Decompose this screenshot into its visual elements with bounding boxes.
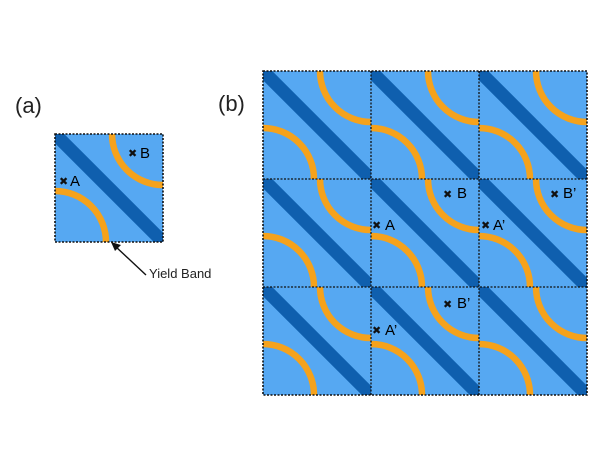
marker-a-prime-right: ✖ [481, 220, 490, 232]
panel-a-label: (a) [15, 93, 42, 118]
grid-cell [257, 281, 377, 401]
yield-band-arrow [111, 242, 147, 276]
marker-b-center: ✖ [443, 189, 452, 201]
marker-b-prime-right: ✖ [550, 189, 559, 201]
panel-a: (a) ✖ A ✖ B Yield Band [15, 93, 211, 281]
point-label-b-center: B [457, 185, 467, 202]
marker-a: ✖ [59, 176, 68, 188]
grid-cell [473, 281, 593, 401]
point-label-a-center: A [385, 217, 395, 234]
point-label-a-prime-bottom: A’ [385, 322, 397, 339]
unit-cell-border [54, 133, 164, 243]
grid-lines [262, 70, 588, 396]
unit-cell-tile [49, 128, 169, 248]
grid-cell [257, 173, 377, 293]
panel-b-points: ✖ A ✖ B ✖ A’ ✖ B’ ✖ A’ ✖ B’ [372, 185, 576, 339]
point-label-a: A [70, 173, 80, 190]
point-label-b-prime-right: B’ [563, 185, 576, 202]
grid-cell [473, 65, 593, 185]
grid-cell [257, 65, 377, 185]
marker-a-prime-bottom: ✖ [372, 325, 381, 337]
panel-b-label: (b) [218, 91, 245, 116]
grid-outline [262, 70, 588, 396]
point-label-a-prime-right: A’ [493, 217, 505, 234]
yield-band-annotation: Yield Band [149, 266, 211, 281]
periodic-grid [257, 65, 593, 401]
point-label-b-prime-bottom: B’ [457, 295, 470, 312]
marker-b-prime-bottom: ✖ [443, 299, 452, 311]
marker-b: ✖ [128, 148, 137, 160]
point-label-b: B [140, 145, 150, 162]
marker-a-center: ✖ [372, 220, 381, 232]
unit-cell [49, 128, 169, 248]
grid-cell [365, 65, 485, 185]
panel-b: (b) ✖ A ✖ B ✖ A’ ✖ B’ ✖ A’ ✖ B’ [218, 65, 593, 401]
